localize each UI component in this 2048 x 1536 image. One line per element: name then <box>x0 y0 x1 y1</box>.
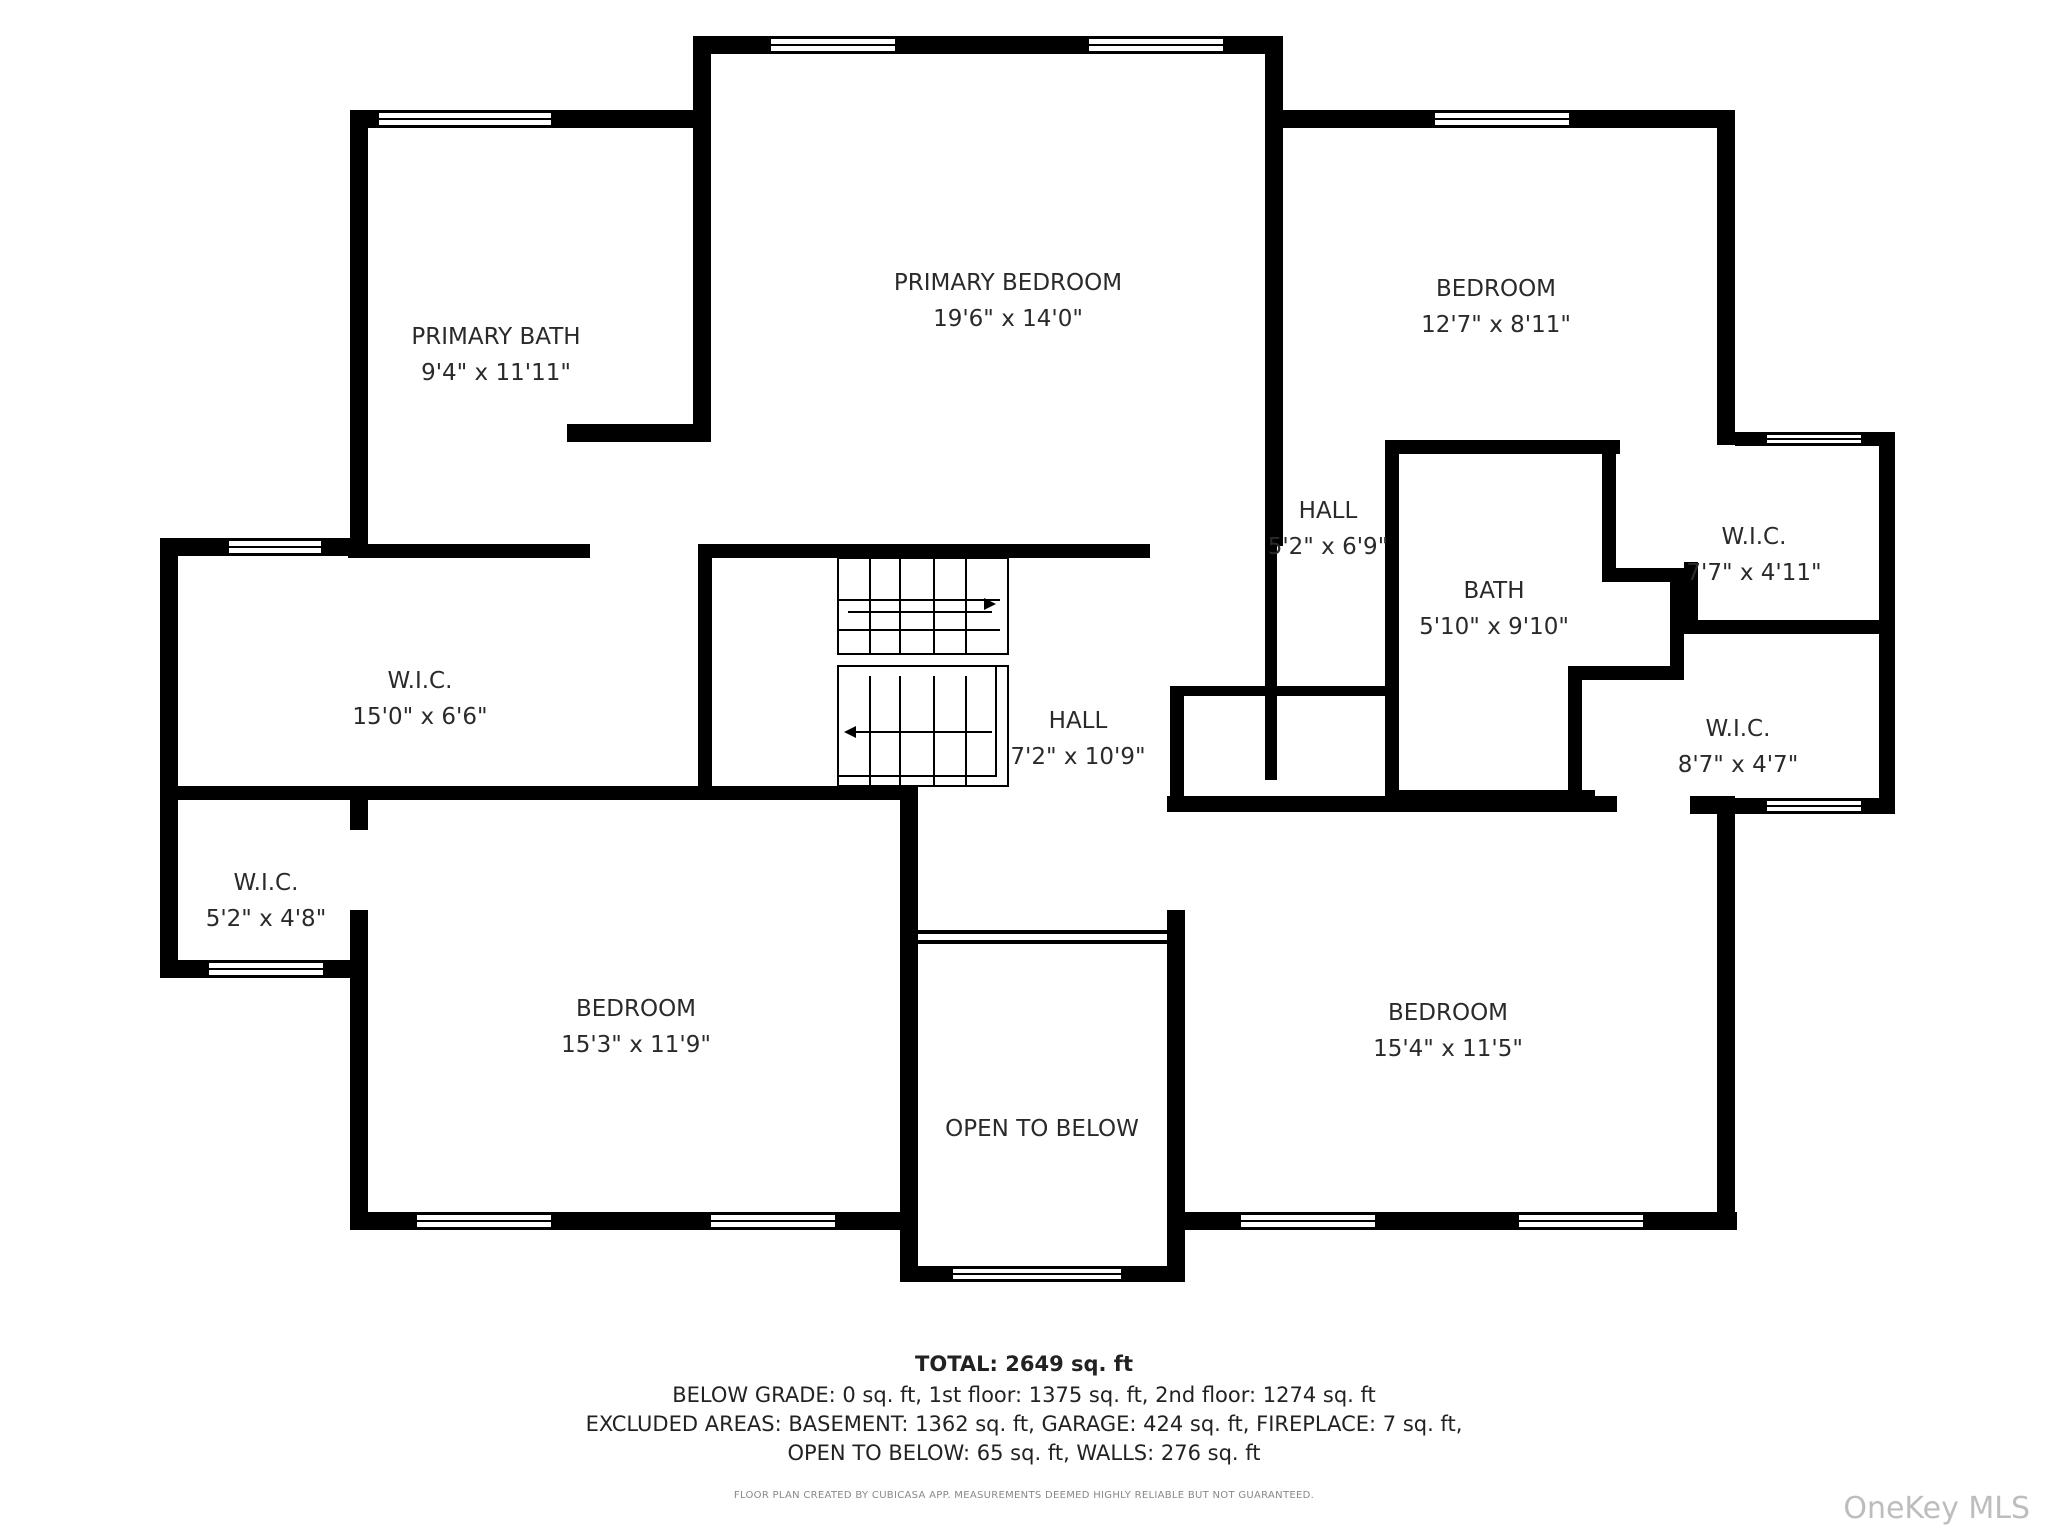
room-name-wic-west: W.I.C. <box>388 668 453 694</box>
room-name-hall-center: HALL <box>1049 708 1108 734</box>
room-size-wic-sw: 5'2" x 4'8" <box>206 906 327 932</box>
walls <box>160 36 1895 1282</box>
room-name-bedroom-se: BEDROOM <box>1388 1000 1508 1026</box>
stair-arrow-down <box>844 726 856 738</box>
room-size-bath: 5'10" x 9'10" <box>1419 614 1569 640</box>
room-name-wic-e: W.I.C. <box>1706 716 1771 742</box>
staircase <box>837 557 1009 787</box>
room-size-bedroom-se: 15'4" x 11'5" <box>1373 1036 1523 1062</box>
excluded-areas-cont: OPEN TO BELOW: 65 sq. ft, WALLS: 276 sq.… <box>787 1441 1261 1465</box>
room-size-primary-bedroom: 19'6" x 14'0" <box>933 306 1083 332</box>
brand-watermark: OneKey MLS <box>1843 1491 2030 1526</box>
room-name-primary-bath: PRIMARY BATH <box>411 324 580 350</box>
total-area: TOTAL: 2649 sq. ft <box>915 1352 1133 1376</box>
room-name-bath: BATH <box>1463 578 1524 604</box>
plan-credit: FLOOR PLAN CREATED BY CUBICASA APP. MEAS… <box>733 1490 1315 1501</box>
floor-areas: BELOW GRADE: 0 sq. ft, 1st floor: 1375 s… <box>672 1383 1376 1407</box>
room-size-wic-ne: 7'7" x 4'11" <box>1686 560 1821 586</box>
room-labels: PRIMARY BEDROOM 19'6" x 14'0" PRIMARY BA… <box>206 270 1822 1142</box>
room-size-wic-west: 15'0" x 6'6" <box>352 704 487 730</box>
room-name-open-below: OPEN TO BELOW <box>945 1116 1139 1142</box>
room-size-wic-e: 8'7" x 4'7" <box>1678 752 1799 778</box>
room-size-hall-upper: 5'2" x 6'9" <box>1268 534 1389 560</box>
room-size-bedroom-ne: 12'7" x 8'11" <box>1421 312 1571 338</box>
room-name-bedroom-ne: BEDROOM <box>1436 276 1556 302</box>
room-size-hall-center: 7'2" x 10'9" <box>1010 744 1145 770</box>
room-name-wic-sw: W.I.C. <box>234 870 299 896</box>
room-name-hall-upper: HALL <box>1299 498 1358 524</box>
stair-arrow-up <box>984 598 996 610</box>
room-size-primary-bath: 9'4" x 11'11" <box>421 360 571 386</box>
room-size-bedroom-sw: 15'3" x 11'9" <box>561 1032 711 1058</box>
room-name-wic-ne: W.I.C. <box>1722 524 1787 550</box>
room-name-bedroom-sw: BEDROOM <box>576 996 696 1022</box>
room-name-primary-bedroom: PRIMARY BEDROOM <box>894 270 1122 296</box>
windows <box>207 37 1863 1281</box>
excluded-areas: EXCLUDED AREAS: BASEMENT: 1362 sq. ft, G… <box>585 1412 1463 1436</box>
